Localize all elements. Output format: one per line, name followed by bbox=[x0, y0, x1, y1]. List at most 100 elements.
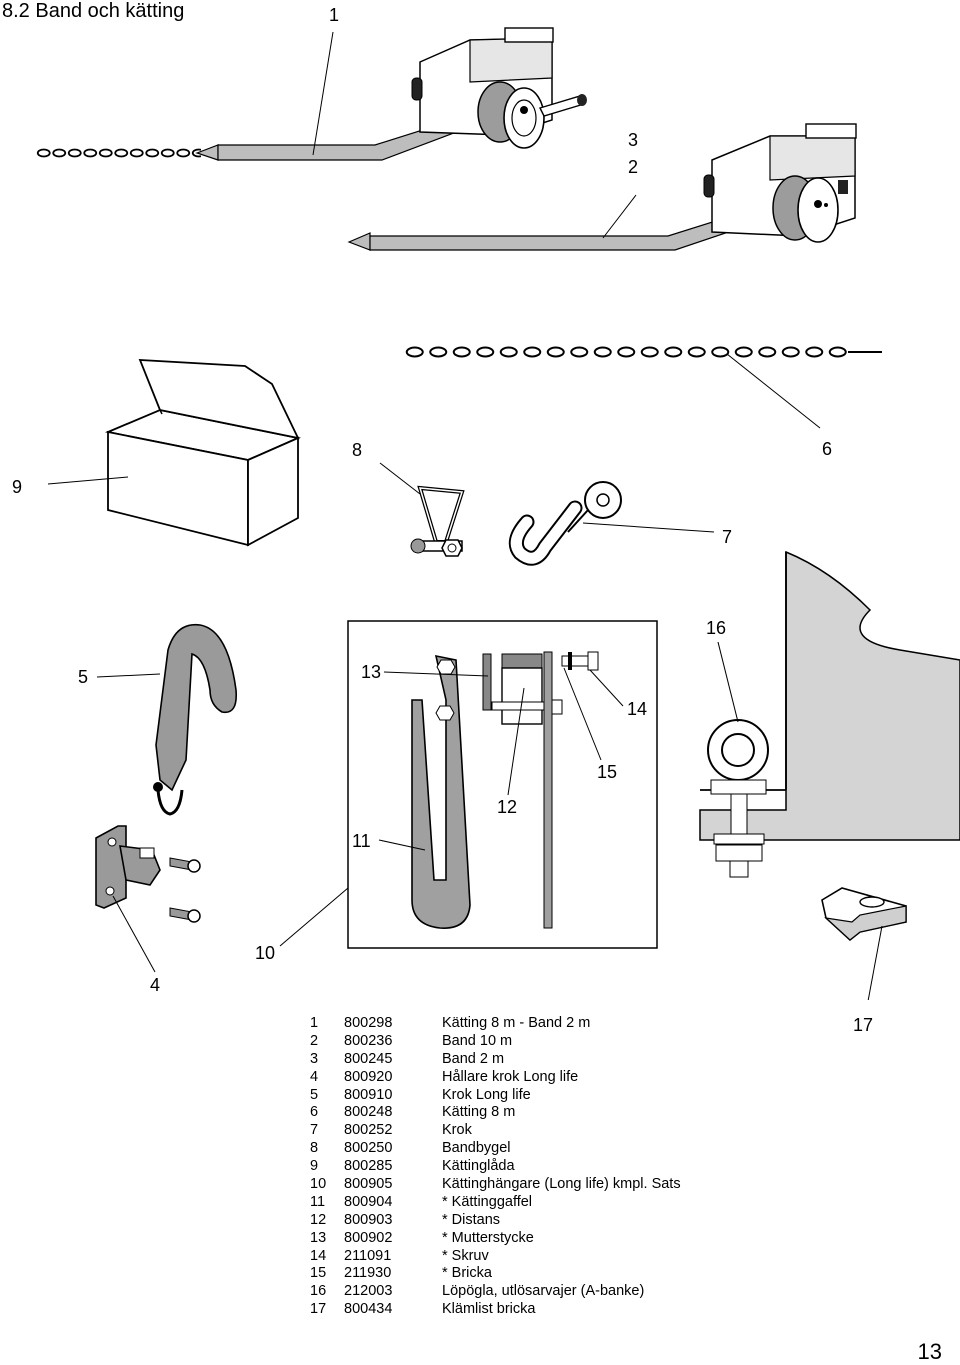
clamp-washer bbox=[821, 887, 907, 942]
callout-17: 17 bbox=[853, 1015, 874, 1035]
part-number: 14 bbox=[310, 1247, 327, 1264]
parts-list-row: 7 800252 Krok bbox=[310, 1122, 681, 1140]
part-number: 1 bbox=[310, 1015, 319, 1031]
parts-list-row: 17 800434 Klämlist bricka bbox=[310, 1301, 681, 1319]
parts-list-row: 14 211091 * Skruv bbox=[310, 1248, 681, 1266]
parts-list-row: 2 800236 Band 10 m bbox=[310, 1033, 681, 1051]
parts-list-row: 16 212003 Löpögla, utlösarvajer (A-banke) bbox=[310, 1283, 681, 1301]
band-tip-2 bbox=[347, 232, 371, 251]
exploded-parts-drawing bbox=[36, 27, 960, 1000]
callout-5: 5 bbox=[78, 667, 89, 687]
band-bracket bbox=[410, 485, 465, 557]
part-number: 3 bbox=[310, 1050, 319, 1067]
article-number: 800904 bbox=[344, 1193, 393, 1210]
article-number: 800252 bbox=[344, 1122, 393, 1139]
chain-box bbox=[104, 359, 301, 547]
part-number: 4 bbox=[310, 1068, 319, 1085]
part-number: 8 bbox=[310, 1140, 319, 1157]
article-number: 800298 bbox=[344, 1015, 393, 1031]
callout-16: 16 bbox=[706, 618, 727, 638]
hook-holder bbox=[95, 825, 201, 923]
callout-15: 15 bbox=[597, 762, 618, 782]
article-number: 800250 bbox=[344, 1140, 393, 1157]
article-number: 800248 bbox=[344, 1104, 393, 1121]
hook bbox=[508, 481, 622, 566]
part-description: Klämlist bricka bbox=[442, 1301, 536, 1318]
article-number: 800236 bbox=[344, 1032, 393, 1049]
winch-assembly-2 bbox=[347, 123, 857, 251]
parts-list-row: 4 800920 Hållare krok Long life bbox=[310, 1069, 681, 1087]
callout-8: 8 bbox=[352, 440, 363, 460]
parts-list-row: 12 800903 * Distans bbox=[310, 1212, 681, 1230]
part-number: 2 bbox=[310, 1032, 319, 1049]
callout-3: 3 bbox=[628, 130, 639, 150]
part-description: Bandbygel bbox=[442, 1140, 511, 1157]
part-number: 10 bbox=[310, 1176, 327, 1193]
callout-4: 4 bbox=[150, 975, 161, 995]
part-description: Hållare krok Long life bbox=[442, 1068, 579, 1085]
parts-list-row: 9 800285 Kättinglåda bbox=[310, 1158, 681, 1176]
chain-item-6 bbox=[403, 344, 850, 360]
callout-14: 14 bbox=[627, 699, 648, 719]
part-description: Kättinghängare (Long life) kmpl. Sats bbox=[442, 1176, 681, 1193]
section-title: 8.2 Band och kätting bbox=[2, 0, 185, 22]
callout-12: 12 bbox=[497, 797, 518, 817]
part-description: Krok bbox=[442, 1122, 472, 1139]
chain-fork bbox=[411, 654, 471, 929]
part-description: * Mutterstycke bbox=[442, 1229, 534, 1246]
part-number: 13 bbox=[310, 1229, 327, 1246]
article-number: 800285 bbox=[344, 1158, 393, 1175]
article-number: 800905 bbox=[344, 1176, 393, 1193]
part-description: Löpögla, utlösarvajer (A-banke) bbox=[442, 1283, 645, 1300]
part-description: Band 10 m bbox=[442, 1032, 513, 1049]
leader-lines bbox=[47, 31, 883, 1000]
part-description: * Kättinggaffel bbox=[442, 1193, 533, 1210]
parts-list-row: 10 800905 Kättinghängare (Long life) kmpl.… bbox=[310, 1176, 681, 1194]
page-number: 13 bbox=[917, 1339, 942, 1364]
article-number: 800434 bbox=[344, 1301, 393, 1318]
chain-hanger-kit-frame bbox=[347, 620, 658, 949]
part-number: 15 bbox=[310, 1265, 327, 1282]
part-description: Krok Long life bbox=[442, 1086, 531, 1103]
eye-bolt bbox=[699, 550, 960, 878]
article-number: 800902 bbox=[344, 1229, 393, 1246]
part-number: 12 bbox=[310, 1211, 327, 1228]
article-number: 211930 bbox=[344, 1265, 392, 1282]
parts-list-row: 13 800902 * Mutterstycke bbox=[310, 1230, 681, 1248]
winch-assembly-1 bbox=[36, 27, 587, 161]
article-number: 800920 bbox=[344, 1068, 393, 1085]
parts-list-row: 1 800298 Kätting 8 m - Band 2 m bbox=[310, 1015, 681, 1033]
part-description: * Bricka bbox=[442, 1265, 492, 1282]
part-number: 17 bbox=[310, 1301, 327, 1318]
part-description: * Distans bbox=[442, 1211, 501, 1228]
part-number: 9 bbox=[310, 1158, 319, 1175]
article-number: 800903 bbox=[344, 1211, 393, 1228]
article-number: 800245 bbox=[344, 1050, 393, 1067]
spacer-and-nut-piece bbox=[482, 651, 599, 929]
part-number: 7 bbox=[310, 1122, 319, 1139]
part-description: Kätting 8 m bbox=[442, 1104, 516, 1121]
part-number: 16 bbox=[310, 1283, 327, 1300]
chain-item-1 bbox=[36, 147, 201, 159]
callout-13: 13 bbox=[361, 662, 382, 682]
article-number: 212003 bbox=[344, 1283, 393, 1300]
part-description: Kättinglåda bbox=[442, 1158, 515, 1175]
part-description: * Skruv bbox=[442, 1247, 489, 1264]
parts-list-row: 15 211930 * Bricka bbox=[310, 1265, 681, 1283]
article-number: 211091 bbox=[344, 1247, 392, 1264]
callout-2: 2 bbox=[628, 157, 639, 177]
callout-9: 9 bbox=[12, 477, 23, 497]
part-number: 11 bbox=[310, 1193, 326, 1210]
parts-list-row: 11 800904 * Kättinggaffel bbox=[310, 1194, 681, 1212]
parts-list-row: 3 800245 Band 2 m bbox=[310, 1051, 681, 1069]
callout-11: 11 bbox=[352, 831, 371, 851]
callout-6: 6 bbox=[822, 439, 833, 459]
part-description: Kätting 8 m - Band 2 m bbox=[442, 1015, 591, 1031]
callout-1: 1 bbox=[329, 5, 340, 25]
hook-long-life bbox=[153, 623, 238, 816]
part-description: Band 2 m bbox=[442, 1050, 505, 1067]
callout-7: 7 bbox=[722, 527, 733, 547]
